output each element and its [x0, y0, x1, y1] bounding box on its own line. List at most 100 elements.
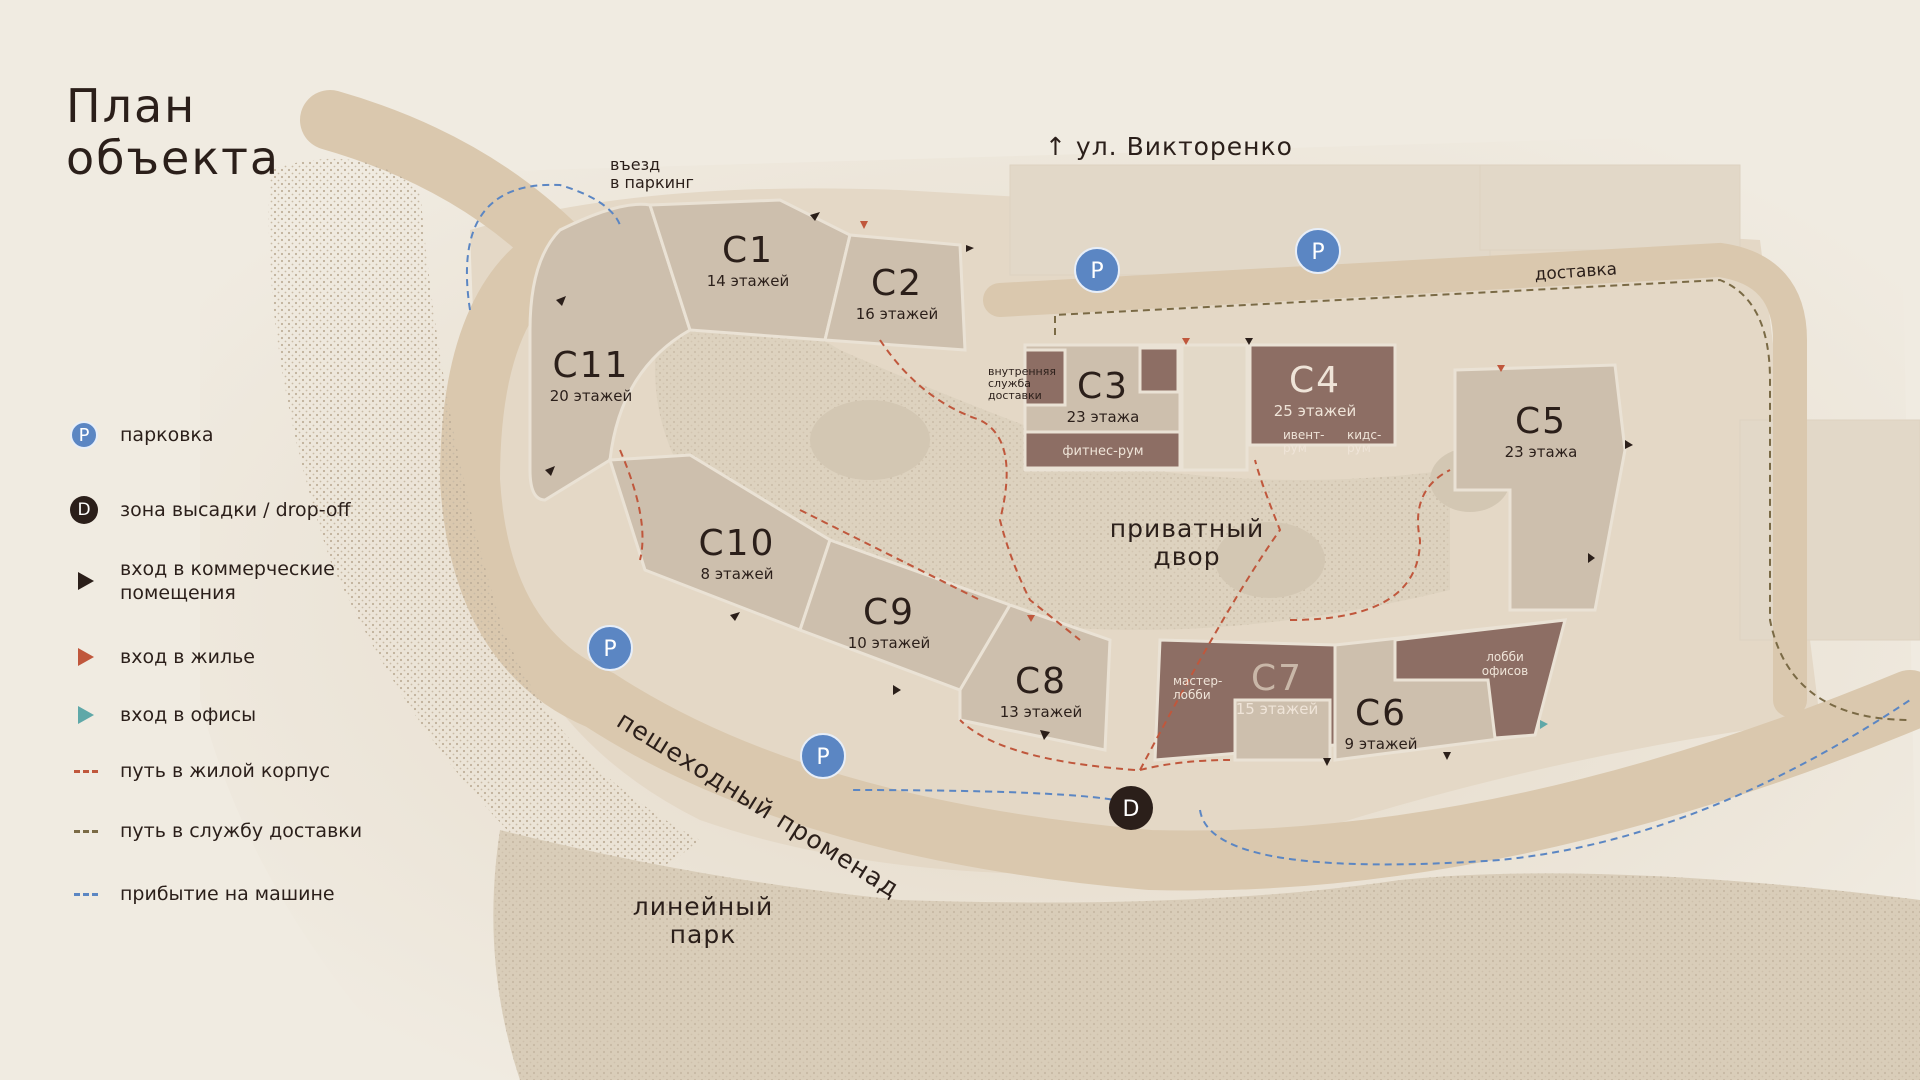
building-name-c6: C6 [1355, 693, 1407, 734]
building-c4 [1248, 343, 1397, 447]
svg-text:P: P [603, 637, 616, 662]
building-name-c2: C2 [871, 263, 923, 304]
commercial-entrance-marker [893, 685, 901, 695]
legend-item-commercial: вход в коммерческие помещения [70, 557, 350, 605]
parking-marker: P [587, 625, 633, 671]
building-c5 [1453, 363, 1627, 612]
svg-text:D: D [1123, 797, 1140, 822]
legend-label: вход в коммерческие помещения [120, 558, 335, 604]
entrance-markers [545, 212, 1633, 766]
fitness-label: фитнес-рум [1062, 444, 1143, 459]
delivery-path-icon [74, 829, 98, 833]
street-label: ↑ ул. Викторенко [1045, 132, 1293, 161]
building-floors-c6: 9 этажей [1345, 735, 1418, 753]
legend-item-residential: вход в жилье [70, 642, 255, 672]
commercial-entrance-marker [1040, 730, 1050, 740]
car-path-icon [74, 892, 98, 896]
residential-entrance-marker [1182, 338, 1190, 345]
building-floors-c7: 15 этажей [1236, 700, 1319, 718]
residential-entrance-icon [78, 648, 94, 666]
master-lobby-label: мастер-лобби [1173, 674, 1222, 702]
building-floors-c5: 23 этажа [1505, 443, 1578, 461]
page-title: План объекта [66, 79, 281, 185]
residential-entrance-marker [1027, 615, 1035, 622]
building-shapes [528, 198, 1627, 762]
building-floors-c2: 16 этажей [856, 305, 939, 323]
legend-item-car-path: прибытие на машине [70, 879, 335, 909]
building-name-c1: C1 [722, 230, 774, 271]
commercial-entrance-marker [556, 296, 566, 306]
legend-label: парковка [120, 424, 214, 446]
building-name-c11: C11 [553, 345, 630, 386]
building-floors-c9: 10 этажей [848, 634, 931, 652]
building-c8 [958, 603, 1112, 752]
residential-path-2 [619, 449, 644, 561]
building-name-c9: C9 [863, 592, 915, 633]
commercial-entrance-marker [1443, 752, 1451, 760]
building-floors-c3: 23 этажа [1067, 408, 1140, 426]
building-floors-c8: 13 этажей [1000, 703, 1083, 721]
commercial-entrance-marker [810, 212, 820, 221]
residential-path-icon [74, 769, 98, 773]
parking-icon: P [70, 421, 98, 449]
residential-entrance-marker [860, 221, 868, 229]
office-entrance-icon [78, 706, 94, 724]
commercial-entrance-marker [1588, 553, 1595, 563]
commercial-entrance-marker [1625, 440, 1633, 449]
event-room-label: ивент-рум [1283, 428, 1324, 455]
parking-marker: P [1074, 247, 1120, 293]
building-name-c4: C4 [1289, 360, 1341, 401]
legend-label: путь в жилой корпус [120, 760, 331, 782]
dropoff-marker: D [1109, 786, 1153, 830]
legend-item-delivery-path: путь в службу доставки [70, 816, 362, 846]
legend-item-office: вход в офисы [70, 700, 256, 730]
commercial-entrance-marker [966, 245, 974, 252]
building-floors-c10: 8 этажей [701, 565, 774, 583]
building-floors-c11: 20 этажей [550, 387, 633, 405]
residential-path-3 [799, 509, 981, 601]
legend-label: вход в жилье [120, 646, 255, 668]
building-c2 [823, 233, 967, 352]
building-name-c3: C3 [1077, 366, 1129, 407]
legend-item-parking: P парковка [70, 420, 214, 450]
svg-text:P: P [816, 745, 829, 770]
svg-text:P: P [1090, 259, 1103, 284]
legend-item-dropoff: D зона высадки / drop-off [70, 495, 351, 525]
commercial-entrance-icon [78, 572, 94, 590]
building-name-c7: C7 [1251, 658, 1303, 699]
commercial-entrance-marker [545, 466, 555, 476]
parking-marker: P [1295, 228, 1341, 274]
neighbor-buildings [1009, 164, 1920, 641]
delivery-path [1054, 278, 1911, 721]
residential-entrance-marker [1497, 365, 1505, 372]
residential-path-1 [879, 339, 1081, 641]
building-floors-c1: 14 этажей [707, 272, 790, 290]
parking-marker: P [800, 733, 846, 779]
legend-item-residential-path: путь в жилой корпус [70, 756, 330, 786]
residential-path-5 [1139, 459, 1282, 771]
building-name-c10: C10 [699, 523, 776, 564]
building-name-c5: C5 [1515, 401, 1567, 442]
building-c11 [528, 202, 692, 502]
car-path [465, 183, 621, 311]
residential-path-4 [959, 719, 1136, 771]
residential-path-7 [1289, 469, 1451, 621]
car-path-east [1199, 699, 1911, 866]
building-floors-c4: 25 этажей [1274, 402, 1357, 420]
legend-label: путь в службу доставки [120, 820, 363, 842]
legend-label: прибытие на машине [120, 883, 335, 905]
building-name-c8: C8 [1015, 661, 1067, 702]
legend-label: зона высадки / drop-off [120, 499, 351, 521]
parking-badges: P P P P D [587, 228, 1341, 830]
legend-label: вход в офисы [120, 704, 257, 726]
commercial-entrance-marker [730, 612, 740, 621]
kids-room-label: кидс-рум [1347, 428, 1381, 455]
